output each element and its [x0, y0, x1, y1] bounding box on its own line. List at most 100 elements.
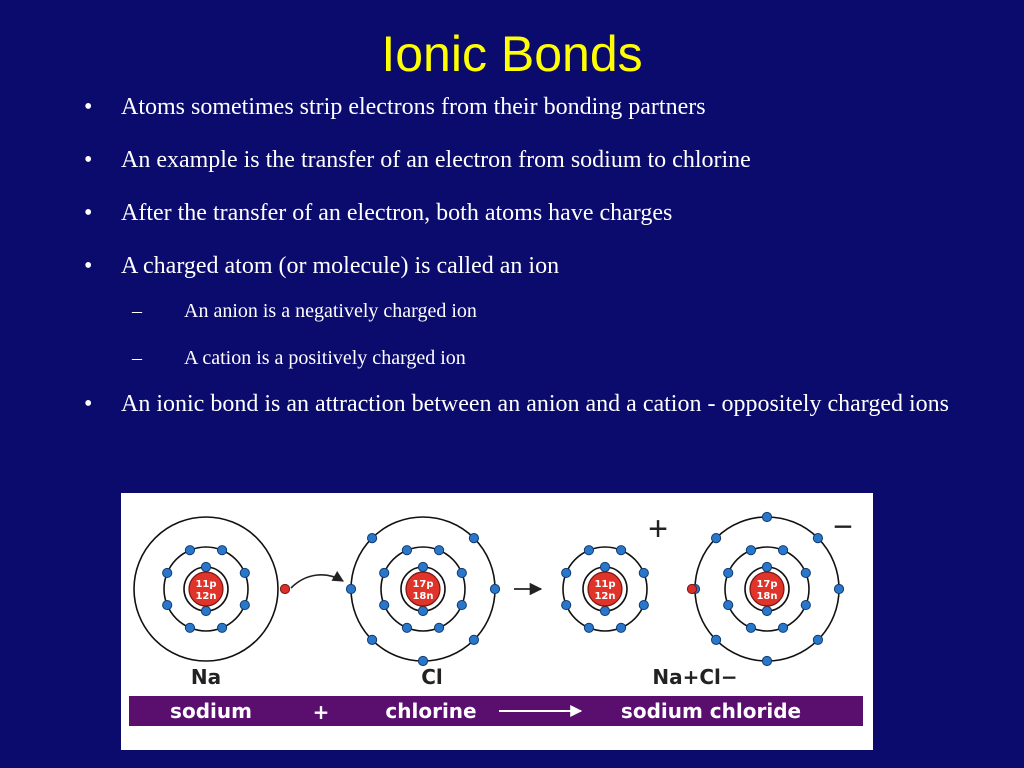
electron — [366, 634, 378, 646]
electron-shell — [380, 546, 466, 632]
electron — [417, 655, 429, 667]
neutron-count: 12n — [594, 591, 615, 602]
dash-glyph: – — [132, 300, 142, 322]
electron-shell — [562, 546, 648, 632]
electron — [401, 622, 413, 633]
electron — [417, 561, 429, 573]
equation-chlorine: chlorine — [385, 699, 476, 723]
electron — [812, 634, 824, 646]
proton-count: 17p — [756, 579, 777, 590]
equation-plus: + — [313, 700, 330, 724]
atom-label-cl: Cl — [421, 665, 443, 689]
bullet-list: • Atoms sometimes strip electrons from t… — [84, 92, 984, 442]
dash-glyph: – — [132, 347, 142, 369]
transferred-electron — [279, 583, 291, 595]
electron — [184, 545, 196, 556]
bullet-item: • After the transfer of an electron, bot… — [84, 198, 984, 229]
ion-pair-label: Na+Cl− — [652, 665, 737, 689]
proton-count: 11p — [195, 579, 216, 590]
bullet-item: • An ionic bond is an attraction between… — [84, 389, 984, 420]
electron — [200, 605, 212, 617]
electron — [638, 599, 649, 611]
electron — [710, 532, 722, 544]
electron — [366, 532, 378, 544]
sub-bullet-item: – An anion is a negatively charged ion — [84, 298, 984, 324]
bullet-text: An ionic bond is an attraction between a… — [121, 391, 949, 417]
bullet-item: • Atoms sometimes strip electrons from t… — [84, 92, 984, 123]
electron-shell — [163, 546, 249, 632]
slide-title: Ionic Bonds — [381, 26, 643, 82]
bullet-glyph: • — [84, 391, 93, 417]
neutron-count: 18n — [412, 591, 433, 602]
minus-charge-sign: − — [833, 508, 853, 546]
electron — [599, 561, 611, 573]
sub-bullet-text: An anion is a negatively charged ion — [184, 300, 477, 322]
electron — [456, 599, 467, 611]
electron — [379, 567, 390, 579]
electron — [800, 599, 811, 611]
electron — [615, 545, 627, 556]
electron — [745, 622, 757, 633]
electron — [162, 599, 173, 611]
nucleus — [188, 571, 224, 607]
bullet-text: An example is the transfer of an electro… — [121, 147, 751, 173]
electron — [583, 622, 595, 633]
transferred-electron — [686, 583, 698, 595]
electron — [833, 583, 845, 595]
electron — [379, 599, 390, 611]
electron — [489, 583, 501, 595]
electron — [468, 532, 480, 544]
electron-transfer-arrow — [290, 571, 344, 589]
equation-sodium: sodium — [170, 699, 252, 723]
nucleus — [405, 571, 441, 607]
sub-bullet-text: A cation is a positively charged ion — [184, 347, 466, 369]
electron — [777, 545, 789, 556]
electron — [239, 567, 250, 579]
electron — [761, 511, 773, 523]
proton-count: 11p — [594, 579, 615, 590]
electron — [583, 545, 595, 556]
electron — [710, 634, 722, 646]
bullet-text: Atoms sometimes strip electrons from the… — [121, 94, 706, 120]
electron — [745, 545, 757, 556]
nucleus — [749, 571, 785, 607]
electron — [456, 567, 467, 579]
electron — [561, 599, 572, 611]
electron-shell — [133, 516, 279, 662]
electron — [345, 583, 357, 595]
electron — [761, 605, 773, 617]
electron — [638, 567, 649, 579]
electron — [599, 605, 611, 617]
sub-bullet-item: – A cation is a positively charged ion — [84, 345, 984, 371]
bullet-glyph: • — [84, 147, 93, 173]
neutron-count: 18n — [756, 591, 777, 602]
proton-count: 17p — [412, 579, 433, 590]
electron — [162, 567, 173, 579]
electron — [216, 622, 228, 633]
bullet-item: • A charged atom (or molecule) is called… — [84, 251, 984, 282]
electron — [401, 545, 413, 556]
atom-label-na: Na — [191, 665, 221, 689]
electron — [239, 599, 250, 611]
bullet-text: A charged atom (or molecule) is called a… — [121, 253, 560, 279]
bullet-item: • An example is the transfer of an elect… — [84, 145, 984, 176]
electron — [433, 545, 445, 556]
bullet-text: After the transfer of an electron, both … — [121, 200, 673, 226]
equation-sodium-chloride: sodium chloride — [621, 699, 801, 723]
electron-shell — [724, 546, 810, 632]
electron — [216, 545, 228, 556]
electron — [184, 622, 196, 633]
electron — [812, 532, 824, 544]
electron — [761, 561, 773, 573]
electron — [468, 634, 480, 646]
nucleus — [587, 571, 623, 607]
electron — [200, 561, 212, 573]
